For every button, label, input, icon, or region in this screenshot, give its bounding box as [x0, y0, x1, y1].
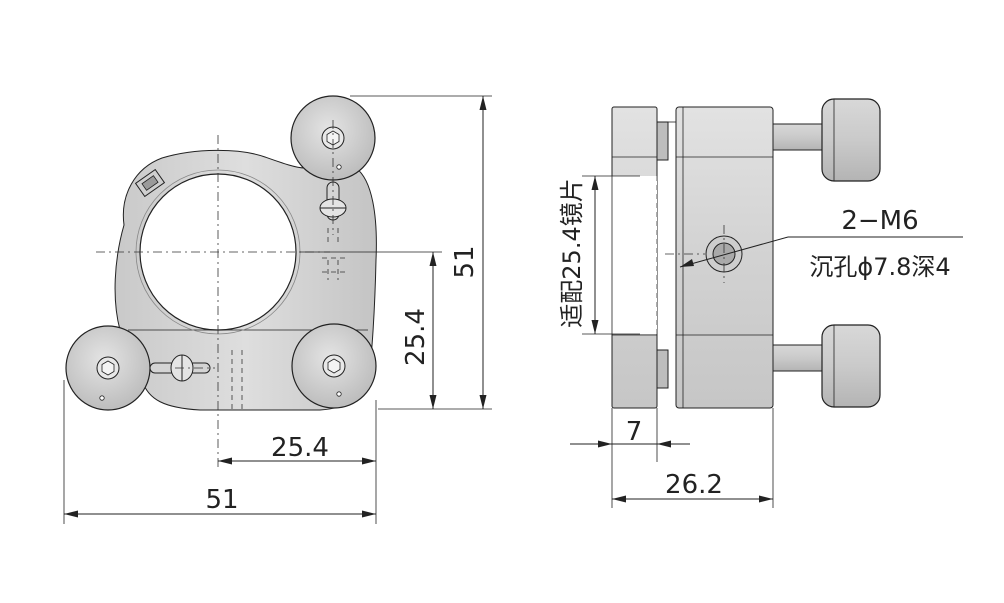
spacer — [656, 349, 669, 389]
arrowhead — [479, 96, 487, 110]
adjuster-knob-side-bottom — [821, 324, 881, 408]
arrowhead — [429, 395, 437, 409]
lens-label: 适配25.4镜片 — [558, 178, 586, 327]
adjuster-knob-side-top — [821, 98, 881, 182]
arrowhead — [362, 510, 376, 518]
arrowhead — [598, 440, 612, 448]
callout-leader — [679, 236, 789, 268]
front-view: 51 25.4 25.4 51 — [63, 95, 492, 524]
arrowhead — [680, 259, 694, 267]
dim-label-depth: 26.2 — [665, 470, 723, 500]
retaining-screw — [134, 168, 166, 198]
adjuster-knob-bottom-left — [65, 325, 151, 411]
lens-slot — [600, 176, 657, 334]
hidden-line — [231, 350, 243, 410]
arrowhead — [759, 495, 773, 503]
arrowhead — [591, 176, 599, 190]
arrowhead — [591, 320, 599, 334]
dim-label-plate: 7 — [626, 417, 643, 447]
arrowhead — [429, 252, 437, 266]
adjuster-shaft-top — [772, 123, 830, 151]
arrowhead — [612, 495, 626, 503]
arrowhead — [657, 440, 671, 448]
adjuster-knob-top — [290, 95, 376, 181]
adjuster-knob-bottom-right — [291, 323, 377, 409]
arrowhead — [64, 510, 78, 518]
dim-label-height-total: 51 — [450, 245, 480, 278]
spacer — [656, 121, 669, 161]
callout-thread: 2−M6 — [841, 206, 918, 236]
adjuster-shaft-bottom — [772, 344, 830, 372]
arrowhead — [479, 395, 487, 409]
hidden-line — [322, 257, 345, 273]
dim-label-width-total: 51 — [205, 485, 238, 515]
dim-label-width-center: 25.4 — [271, 433, 329, 463]
dim-label-height-center: 25.4 — [401, 308, 431, 366]
arrowhead — [218, 457, 232, 465]
arrowhead — [362, 457, 376, 465]
side-view: 适配25.4镜片 2−M6 沉孔ϕ7.8深4 7 — [558, 98, 963, 508]
callout-counterbore: 沉孔ϕ7.8深4 — [809, 253, 950, 281]
